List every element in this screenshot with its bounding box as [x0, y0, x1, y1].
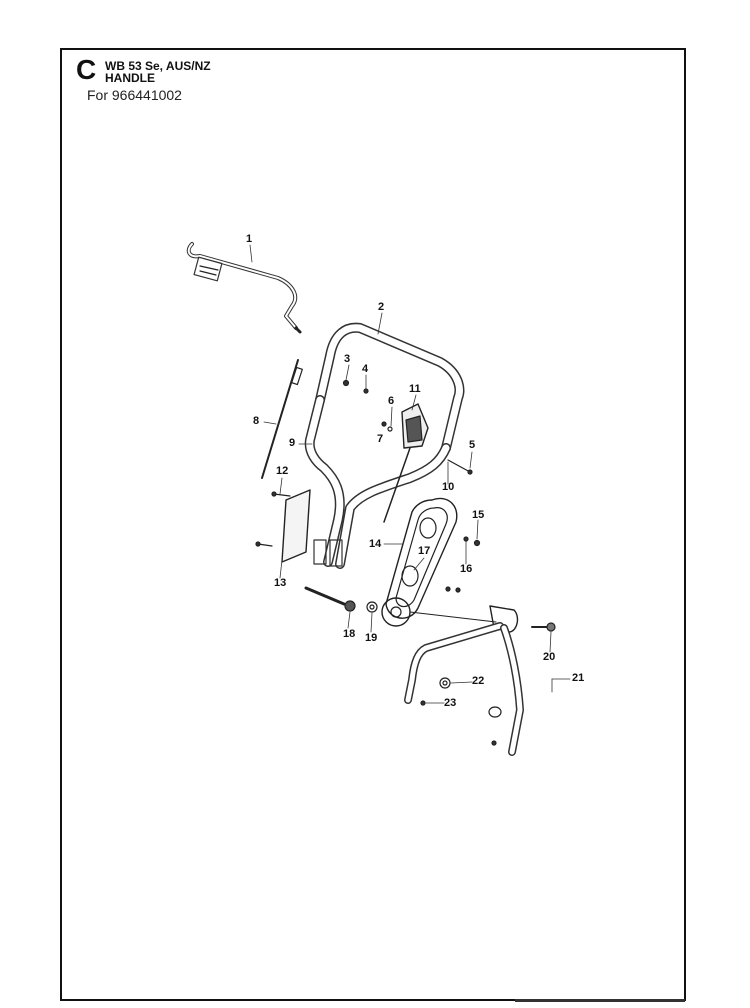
part-group-title: HANDLE — [105, 71, 155, 85]
part-11-control-box — [383, 403, 429, 523]
callout-8: 8 — [253, 415, 260, 427]
callout-13: 13 — [274, 577, 287, 589]
callout-3: 3 — [344, 353, 351, 365]
callout-15: 15 — [472, 509, 485, 521]
callout-16: 16 — [460, 563, 473, 575]
part-21-lower-frame — [404, 605, 524, 756]
callout-1: 1 — [246, 233, 253, 245]
callout-11: 11 — [409, 383, 421, 395]
page-frame — [60, 48, 686, 1001]
part-1-bail-wire — [186, 242, 302, 334]
callout-17: 17 — [418, 545, 431, 557]
footer-bar — [515, 999, 685, 1002]
model-title: WB 53 Se, AUS/NZ — [105, 59, 211, 73]
part-22-spacer — [439, 677, 451, 689]
callout-20: 20 — [543, 651, 556, 663]
part-20-bolt — [531, 622, 556, 632]
part-9-lower-handle — [304, 395, 451, 569]
callout-5: 5 — [469, 439, 476, 451]
leader-lines — [249, 244, 571, 704]
part-19-washer — [366, 601, 378, 613]
pivot-hub — [381, 597, 497, 627]
part-18-knob — [304, 586, 356, 612]
callout-6: 6 — [388, 395, 395, 407]
for-part-number: For 966441002 — [87, 87, 182, 103]
callout-2: 2 — [378, 301, 385, 313]
callout-7: 7 — [377, 433, 384, 445]
callout-12: 12 — [276, 465, 289, 477]
callout-9: 9 — [289, 437, 296, 449]
part-14-side-bracket — [385, 497, 458, 619]
callout-14: 14 — [369, 538, 382, 550]
callout-22: 22 — [472, 675, 485, 687]
part-8-cable — [261, 359, 303, 479]
callout-18: 18 — [343, 628, 356, 640]
callout-4: 4 — [362, 363, 369, 375]
callout-19: 19 — [365, 632, 378, 644]
callout-10: 10 — [442, 481, 455, 493]
fasteners — [255, 379, 497, 746]
callout-21: 21 — [572, 672, 585, 684]
part-13-cover — [281, 489, 311, 563]
callout-23: 23 — [444, 697, 457, 709]
part-2-upper-handle — [315, 322, 465, 453]
section-letter: C — [76, 54, 97, 85]
